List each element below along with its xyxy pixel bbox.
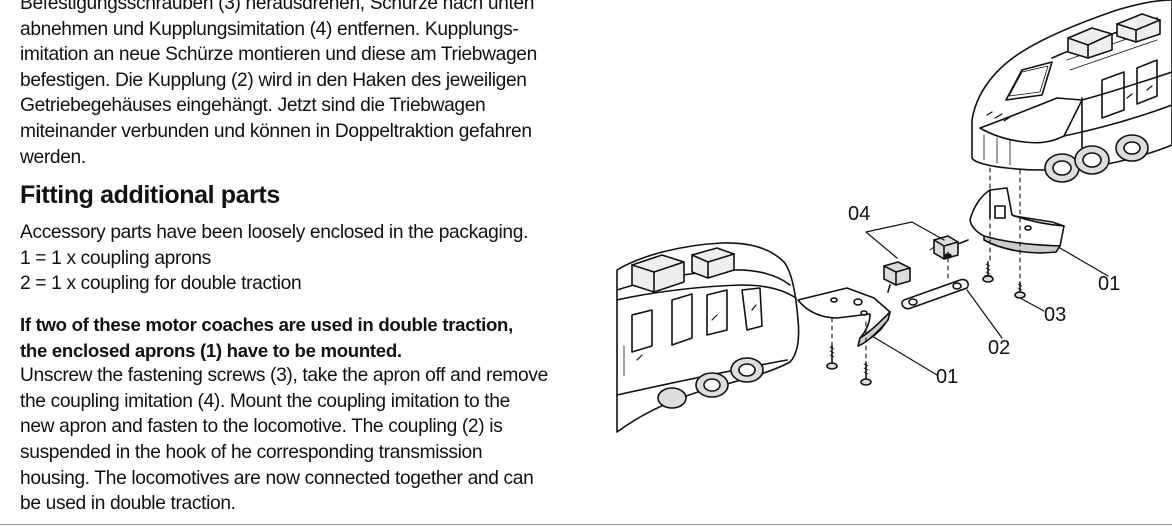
accessories-line: Accessory parts have been loosely enclos… bbox=[20, 222, 529, 244]
accessories-line: 2 = 1 x coupling for double traction bbox=[20, 273, 302, 295]
upper-coupling-imitation-illustration bbox=[929, 235, 969, 260]
german-line: abnehmen und Kupplungsimitation (4) entf… bbox=[20, 18, 519, 40]
callout-03: 03 bbox=[1044, 304, 1066, 326]
lower-motor-coach-illustration bbox=[616, 242, 800, 433]
accessories-paragraph: Accessory parts have been loosely enclos… bbox=[20, 220, 580, 297]
callout-01-upper: 01 bbox=[1098, 273, 1120, 295]
instructions-line: new apron and fasten to the locomotive. … bbox=[20, 416, 503, 438]
instructions-line: suspended in the hook of he correspondin… bbox=[20, 441, 483, 463]
upper-motor-coach-illustration bbox=[971, 0, 1172, 183]
callout-leader-lines bbox=[865, 221, 1109, 376]
upper-coupling-apron-illustration bbox=[969, 187, 1065, 254]
german-line: imitation an neue Schürze montieren und … bbox=[20, 44, 537, 66]
exploded-view-drawing: 04 01 03 02 01 bbox=[616, 0, 1172, 433]
assembly-guide-lines bbox=[831, 167, 1021, 361]
callout-04: 04 bbox=[848, 203, 870, 225]
german-line: miteinander verbunden und können in Dopp… bbox=[20, 120, 532, 142]
instructions-line: Unscrew the fastening screws (3), take t… bbox=[20, 365, 548, 387]
bottom-divider bbox=[0, 524, 1172, 525]
accessories-line: 1 = 1 x coupling aprons bbox=[20, 247, 211, 269]
instructions-line: housing. The locomotives are now connect… bbox=[20, 467, 534, 489]
german-line: Getriebegehäuses eingehängt. Jetzt sind … bbox=[20, 95, 486, 117]
upper-screws-illustration bbox=[982, 261, 1026, 299]
callout-02: 02 bbox=[988, 337, 1010, 359]
lower-coupling-apron-illustration bbox=[797, 287, 891, 347]
instructions-paragraph: Unscrew the fastening screws (3), take t… bbox=[20, 363, 580, 517]
coupling-bar-illustration bbox=[901, 251, 969, 310]
text-column: Befestigungsschrauben (3) herausdrehen, … bbox=[20, 0, 580, 517]
notice-line: the enclosed aprons (1) have to be mount… bbox=[20, 339, 402, 361]
german-line: Befestigungsschrauben (3) herausdrehen, … bbox=[20, 0, 535, 14]
notice-paragraph: If two of these motor coaches are used i… bbox=[20, 312, 580, 363]
section-title: Fitting additional parts bbox=[20, 181, 280, 210]
german-line: befestigen. Die Kupplung (2) wird in den… bbox=[20, 69, 527, 91]
instructions-line: be used in double traction. bbox=[20, 493, 236, 515]
callout-01-lower: 01 bbox=[936, 366, 958, 388]
german-paragraph: Befestigungsschrauben (3) herausdrehen, … bbox=[20, 0, 580, 170]
german-line: werden. bbox=[20, 146, 86, 168]
lower-screws-illustration bbox=[826, 344, 872, 386]
instructions-line: the coupling imitation (4). Mount the co… bbox=[20, 390, 510, 412]
notice-line: If two of these motor coaches are used i… bbox=[20, 313, 513, 335]
exploded-view-figure: 04 01 03 02 01 bbox=[612, 0, 1172, 440]
lower-coupling-imitation-illustration bbox=[883, 261, 911, 293]
